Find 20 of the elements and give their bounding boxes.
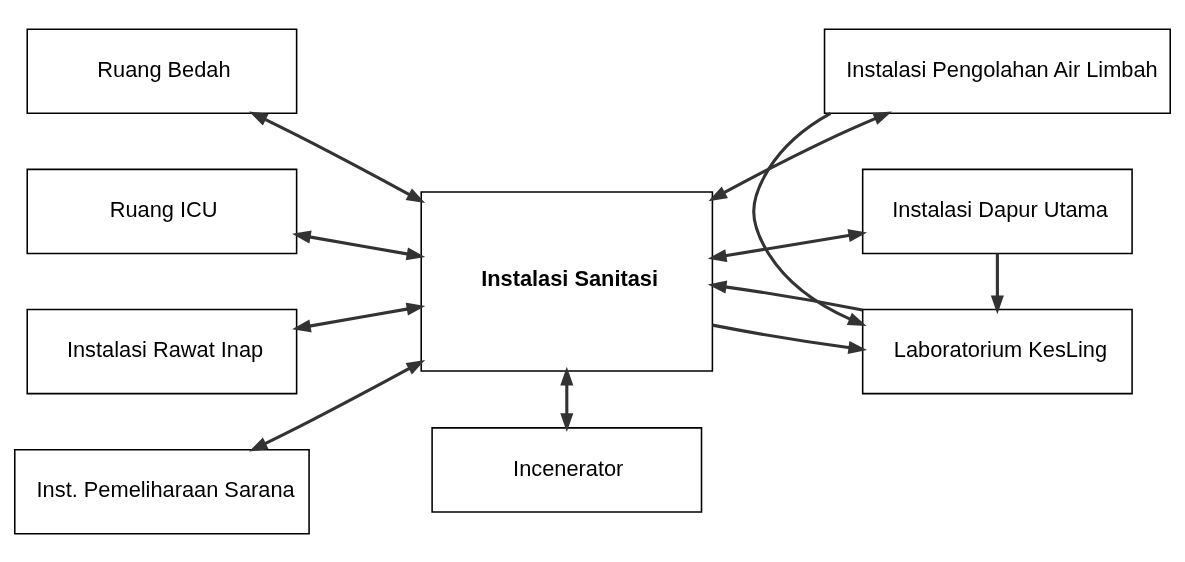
- arrow: [560, 366, 574, 432]
- arrow: [292, 230, 426, 260]
- arrow: [707, 280, 863, 312]
- node-box: Instalasi Rawat Inap: [26, 308, 298, 394]
- node-box: Laboratorium KesLing: [861, 308, 1133, 394]
- arrow: [708, 111, 892, 201]
- node-box: Instalasi Dapur Utama: [861, 168, 1133, 254]
- arrow: [990, 253, 1004, 314]
- node-box: Inst. Pemeliharaan Sarana: [14, 448, 310, 535]
- node-box: Ruang ICU: [26, 168, 298, 254]
- arrow: [248, 359, 426, 451]
- node-box: Instalasi Sanitasi: [420, 190, 714, 372]
- node-box: Incenerator: [431, 426, 703, 513]
- node-box: Instalasi Pengolahan Air Limbah: [823, 27, 1171, 114]
- arrow: [248, 111, 426, 203]
- node-box: Ruang Bedah: [26, 27, 298, 114]
- arrow: [752, 111, 867, 326]
- arrow: [707, 228, 868, 262]
- arrow: [292, 302, 426, 332]
- arrow: [712, 323, 868, 354]
